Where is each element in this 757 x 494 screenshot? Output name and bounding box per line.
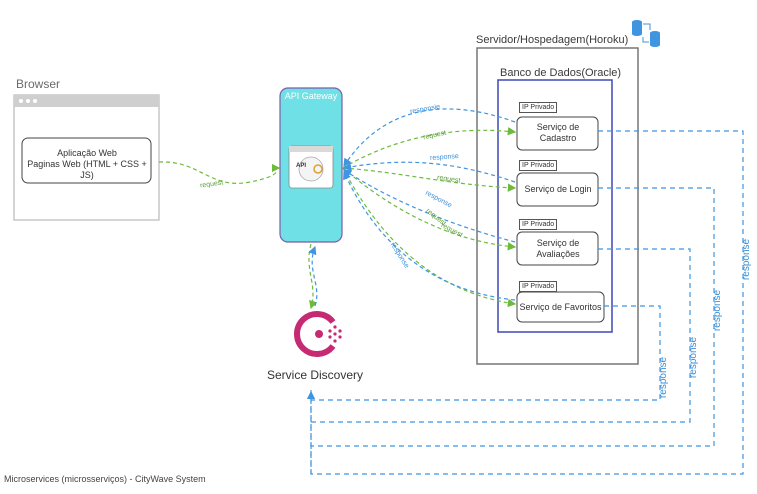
edge-discovery-avaliacoes [311,248,691,423]
ip-tag-cadastro: IP Privado [519,102,558,113]
edge-label-response-avaliacoes-long: response [688,336,700,379]
database-sync-icon [632,20,660,47]
edge-request-cadastro [342,127,517,169]
edge-label-response-login-long: response [712,289,724,332]
edge-response-login [342,161,516,183]
edge-discovery-favoritos [311,305,661,401]
consul-icon [294,311,342,357]
ip-tag-login: IP Privado [519,160,558,171]
edge-discovery-login [311,187,715,447]
edge-response-favoritos [343,170,516,301]
ip-tag-favoritos: IP Privado [519,281,558,292]
edge-request-favoritos [342,167,517,308]
database-title: Banco de Dados(Oracle) [500,67,622,79]
browser-title: Browser [16,77,61,91]
edge-request-login [342,167,517,192]
ip-tag-avaliacoes: IP Privado [519,219,558,230]
service-favoritos-label: Serviço de Favoritos [519,302,602,312]
service-box-favoritos [516,291,605,323]
edge-browser-gateway [158,161,281,184]
service-cadastro-label: Serviço de Cadastro [536,122,580,143]
edge-label-response-cadastro-long: response [741,238,753,281]
service-login-label: Serviço de Login [524,184,592,194]
edge-gateway-discovery [308,243,318,310]
web-app-label: Aplicação Web Paginas Web (HTML + CSS + … [27,148,147,180]
gateway-title: API Gateway [284,91,338,101]
edge-response-avaliacoes [342,169,516,243]
browser-window [13,94,160,221]
edge-request-avaliacoes [342,167,517,251]
service-discovery-label: Service Discovery [267,368,364,382]
edge-label-response-favoritos-long: response [658,356,670,399]
service-box-login [516,172,599,207]
edge-response-cadastro [343,108,516,168]
edge-discovery-gateway [308,245,318,307]
server-title: Servidor/Hospedagem(Horoku) [476,34,629,46]
api-gear-icon: API [296,163,307,169]
api-gateway [279,87,343,243]
service-avaliacoes-label: Serviço de Avaliações [536,238,580,259]
footer-caption: Microservices (microsserviços) - CityWav… [4,474,206,484]
service-box-cadastro [516,116,599,151]
